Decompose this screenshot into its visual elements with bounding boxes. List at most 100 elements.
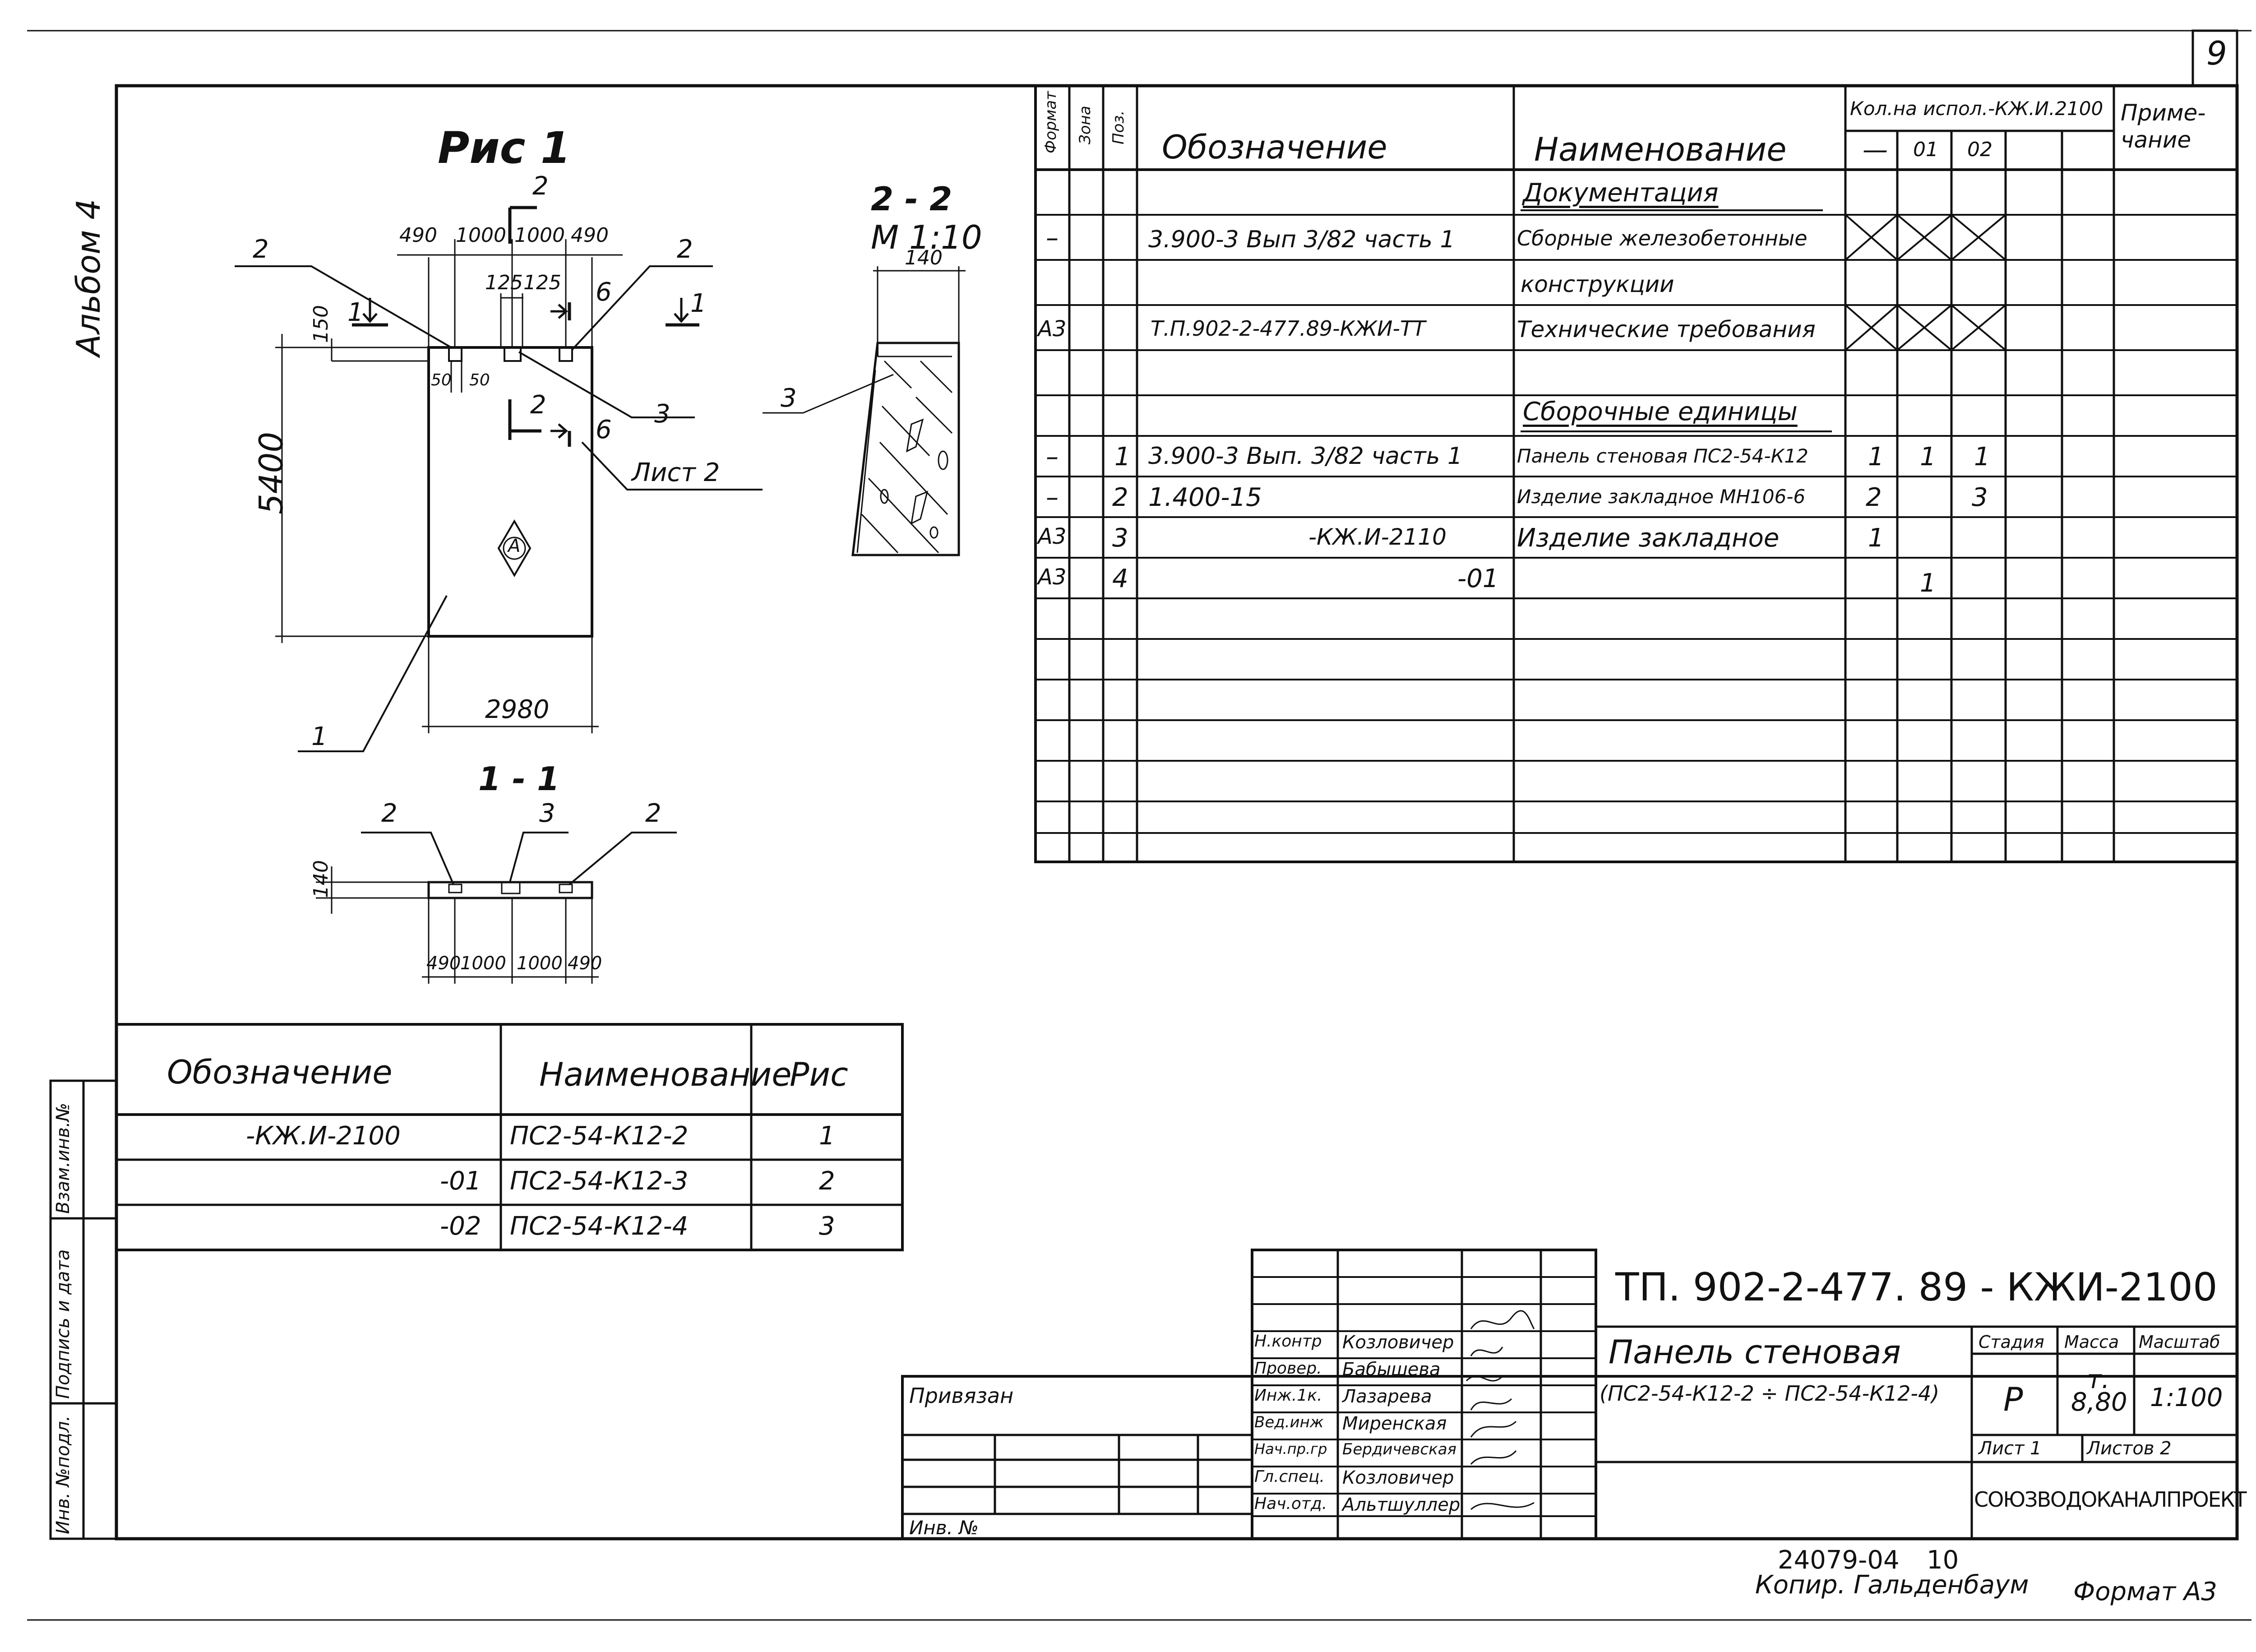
section-2-2-title: 2 - 2	[871, 180, 952, 218]
spec-row-6-format: –	[1046, 442, 1059, 472]
role-4-name: Бердичевская	[1342, 1440, 1456, 1458]
callout-1-1-mid: 3	[539, 799, 555, 828]
stamp-podpis: Подпись и дата	[53, 1249, 74, 1399]
role-6-name: Альтшуллер	[1342, 1495, 1461, 1515]
role-0-name: Козловичер	[1342, 1332, 1454, 1353]
role-1: Провер.	[1254, 1359, 1322, 1378]
dim-50-a: 50	[431, 371, 452, 389]
dim-b-1000-a: 1000	[460, 953, 506, 974]
scale-value: 1:100	[2150, 1383, 2223, 1412]
spec-h-designation: Обозначение	[1162, 128, 1387, 166]
spec-row-8-format: А3	[1038, 524, 1067, 549]
dim-490-right: 490	[571, 224, 609, 247]
var-row-2-name: ПС2-54-К12-4	[510, 1212, 689, 1241]
spec-row-7-q2: 3	[1972, 483, 1988, 512]
var-h-designation: Обозначение	[167, 1053, 393, 1091]
spec-row-1-designation: 3.900-3 Вып 3/82 часть 1	[1148, 226, 1455, 253]
spec-row-3-name: Технические требования	[1517, 316, 1816, 342]
spec-row-9-q1: 1	[1920, 569, 1936, 598]
stage-value: Р	[2003, 1380, 2023, 1418]
footer-number: 24079-04	[1778, 1546, 1900, 1575]
section-2-2-scale: М 1:10	[871, 218, 982, 256]
role-4: Нач.пр.гр	[1254, 1440, 1327, 1458]
spec-row-6-pos: 1	[1114, 442, 1131, 472]
role-6: Нач.отд.	[1254, 1495, 1327, 1513]
callout-1: 1	[311, 722, 328, 751]
role-1-name: Бабышева	[1342, 1359, 1441, 1380]
spec-row-7-designation: 1.400-15	[1148, 483, 1262, 512]
spec-row-6-q0: 1	[1868, 442, 1884, 472]
spec-row-6-name: Панель стеновая ПС2-54-К12	[1517, 445, 1808, 467]
inv-label: Инв. №	[909, 1517, 979, 1539]
callout-1-1-right: 2	[645, 799, 661, 828]
var-row-1-designation: -01	[440, 1166, 481, 1196]
spec-row-8-q0: 1	[1868, 523, 1884, 553]
dim-140-section: 140	[905, 246, 943, 269]
callout-1-1-left: 2	[381, 799, 398, 828]
spec-row-2-name: конструкции	[1521, 271, 1674, 297]
spec-row-6-q1: 1	[1920, 442, 1936, 472]
cut-2-top: 2	[532, 171, 549, 201]
product-name: Панель стеновая	[1609, 1333, 1901, 1371]
callout-3-section: 3	[781, 384, 797, 413]
var-row-2-designation: -02	[440, 1212, 481, 1241]
stamp-inv-podl: Инв. №подл.	[53, 1415, 74, 1534]
var-h-name: Наименование	[539, 1055, 792, 1093]
footer-copy: Копир. Гальденбаум	[1755, 1570, 2029, 1600]
spec-h-format: Формат	[1042, 91, 1060, 153]
cut-1-left: 1	[347, 298, 364, 327]
spec-row-3-designation: Т.П.902-2-477.89-КЖИ-ТТ	[1151, 316, 1426, 341]
spec-h-qty-1: 01	[1913, 138, 1938, 161]
cut-6-top: 6	[596, 278, 612, 307]
stamp-vzam: Взам.инв.№	[53, 1102, 74, 1214]
spec-row-8-designation: -КЖ.И-2110	[1308, 524, 1447, 550]
var-h-fig: Рис	[790, 1055, 848, 1093]
spec-row-1-name: Сборные железобетонные	[1517, 226, 1808, 250]
sheet-label: Лист 1	[1979, 1438, 2042, 1459]
dim-1000-a: 1000	[456, 224, 506, 247]
dim-b-490-right: 490	[568, 953, 602, 974]
product-range: (ПС2-54-К12-2 ÷ ПС2-54-К12-4)	[1600, 1381, 1940, 1406]
var-row-1-name: ПС2-54-К12-3	[510, 1166, 689, 1196]
var-row-1-fig: 2	[819, 1166, 835, 1196]
var-row-2-fig: 3	[819, 1212, 835, 1241]
figure-title: Рис 1	[438, 123, 571, 173]
dim-5400: 5400	[252, 431, 290, 514]
spec-h-qty-0: —	[1863, 135, 1888, 165]
dim-2980: 2980	[485, 695, 550, 724]
spec-row-5-name: Сборочные единицы	[1523, 397, 1798, 426]
role-0: Н.контр	[1254, 1332, 1322, 1351]
role-2-name: Лазарева	[1342, 1386, 1432, 1407]
callout-2-right: 2	[677, 235, 693, 264]
spec-h-pos: Поз.	[1110, 110, 1128, 144]
footer-number-2: 10	[1927, 1546, 1959, 1575]
dim-50-b: 50	[469, 371, 490, 389]
var-row-0-designation: -КЖ.И-2100	[246, 1121, 401, 1151]
privyazan-label: Привязан	[909, 1384, 1014, 1408]
sheet-2-ref: Лист 2	[632, 458, 720, 487]
spec-row-1-format: –	[1046, 223, 1059, 253]
spec-h-zone: Зона	[1076, 106, 1094, 144]
spec-row-8-pos: 3	[1112, 523, 1128, 553]
role-5: Гл.спец.	[1254, 1467, 1325, 1486]
spec-row-9-pos: 4	[1112, 564, 1128, 593]
cut-1-right: 1	[690, 289, 707, 318]
mass-unit: т.	[2087, 1365, 2110, 1394]
dim-140-plan: 140	[310, 860, 333, 898]
cut-2-bottom: 2	[530, 390, 546, 420]
spec-row-0-name: Документация	[1523, 178, 1719, 208]
sheets-label: Листов 2	[2087, 1438, 2172, 1459]
cut-6-bottom: 6	[596, 415, 612, 444]
spec-row-9-format: А3	[1038, 565, 1067, 590]
dim-125-b: 125	[523, 271, 561, 294]
spec-row-6-q2: 1	[1974, 442, 1990, 472]
spec-h-qty-2: 02	[1967, 138, 1992, 161]
dim-490-left: 490	[399, 224, 437, 247]
organization: СОЮЗВОДОКАНАЛПРОЕКТ	[1974, 1487, 2247, 1512]
spec-row-7-format: –	[1046, 483, 1059, 512]
mass-value: 8,80	[2071, 1388, 2127, 1417]
spec-row-8-name: Изделие закладное	[1517, 523, 1780, 553]
dim-150: 150	[310, 305, 333, 343]
mass-header: Масса	[2064, 1332, 2119, 1352]
